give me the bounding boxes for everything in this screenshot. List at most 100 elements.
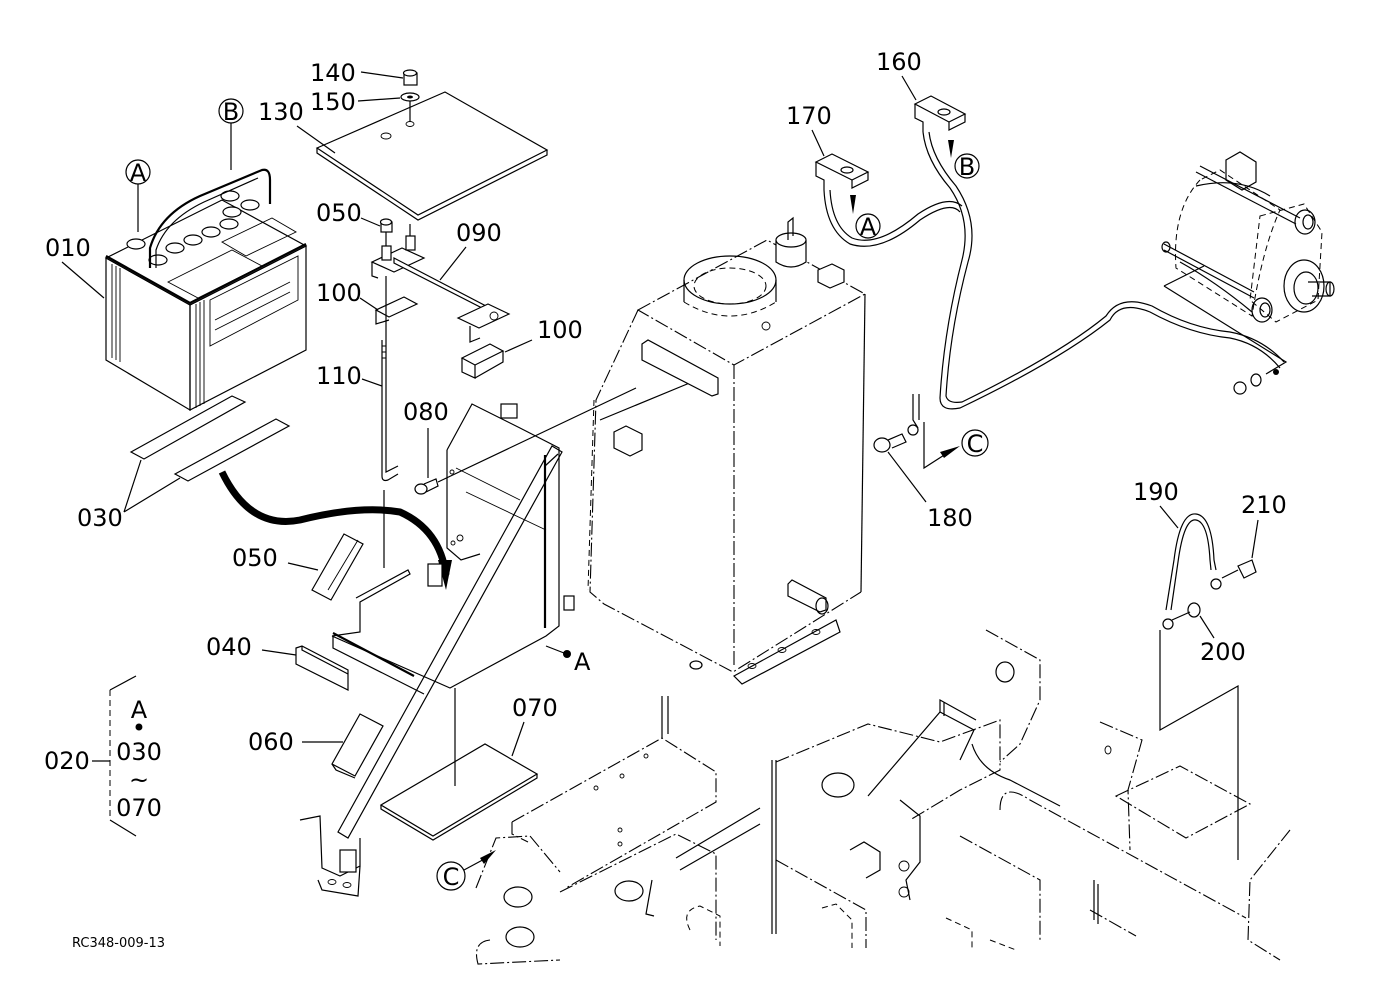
label-080[interactable]: 080 [403,398,449,426]
arrow-c [940,446,960,458]
label-180[interactable]: 180 [927,504,973,532]
group-bullet: • [132,714,146,742]
leader-140 [360,71,404,79]
leader-ref-point-a [545,645,565,654]
hook-rod-110[interactable] [381,340,399,482]
leader-120 [360,217,381,227]
label-020[interactable]: 020 [44,747,90,775]
label-010[interactable]: 010 [45,234,91,262]
nut-140[interactable] [402,69,418,86]
leader-050 [287,562,319,571]
label-100-right[interactable]: 100 [537,316,583,344]
leader-130 [296,125,336,154]
ref-mark-c-lower: C [443,863,460,891]
cable-b-end [912,394,920,429]
pads-030[interactable] [129,395,291,482]
cable-lug [907,424,919,436]
leader-160 [901,75,917,101]
pad-070[interactable] [379,743,539,841]
label-060[interactable]: 060 [248,728,294,756]
ref-mark-b: B [223,98,239,126]
ref-mark-c: C [967,430,984,458]
leader-030 [123,459,181,513]
group-range-sep: ~ [129,766,149,794]
label-040[interactable]: 040 [206,633,252,661]
ref-circle-c-lower [436,861,466,891]
pad-060[interactable] [331,713,384,779]
pad-040[interactable] [295,645,349,691]
label-090[interactable]: 090 [456,219,502,247]
clamp-bar-090[interactable] [370,235,511,343]
group-range-start: 030 [116,738,162,766]
bracket-100-left[interactable] [374,296,419,325]
leader-070 [511,721,525,757]
washer-150[interactable] [400,92,420,102]
ref-leader-200 [1159,630,1239,860]
label-130[interactable]: 130 [258,98,304,126]
label-150[interactable]: 150 [310,88,356,116]
bolt-210[interactable] [1221,559,1257,579]
cable-b [922,131,1281,410]
drawing-number: RC348-009-13 [72,936,165,951]
ref-circle-c-upper [961,429,989,457]
ref-point-a-label: A [574,648,591,676]
label-200[interactable]: 200 [1200,638,1246,666]
label-070[interactable]: 070 [512,694,558,722]
bracket-100-right[interactable] [460,343,505,379]
label-140[interactable]: 140 [310,59,356,87]
rod-axis [383,276,387,568]
battery-stay[interactable] [299,445,563,897]
arrow-a [850,195,856,214]
bolt-axes-080 [437,381,693,483]
battery-010[interactable] [104,168,308,412]
bolt-180[interactable] [873,433,907,453]
label-030[interactable]: 030 [77,504,123,532]
ref-c-bracket [923,422,953,470]
battery-tray[interactable] [331,403,575,695]
group-callout-020[interactable] [92,675,137,837]
leader-190 [1159,505,1179,529]
label-210[interactable]: 210 [1241,491,1287,519]
leader-010 [61,261,105,299]
label-190[interactable]: 190 [1133,478,1179,506]
ref-circle-b-cable [954,153,980,179]
ref-mark-a: A [130,159,147,187]
leader-150 [357,97,401,102]
terminal-170[interactable] [814,153,870,190]
battery-caps [126,190,260,266]
label-110[interactable]: 110 [316,362,362,390]
arrow-b [948,140,954,158]
bolt-080[interactable] [414,478,439,495]
ref-point-a [563,650,571,658]
group-range-end: 070 [116,794,162,822]
bolt-200[interactable] [1171,602,1201,621]
leader-100-left [359,297,379,311]
leader-180 [887,451,927,503]
label-160[interactable]: 160 [876,48,922,76]
tank [587,216,867,685]
label-050[interactable]: 050 [232,544,278,572]
label-170[interactable]: 170 [786,102,832,130]
ground-cable-190[interactable] [1162,513,1222,630]
leader-170 [811,129,825,157]
nut-120[interactable] [379,218,393,233]
machine-frame [475,629,1291,965]
ref-mark-b-cable: B [959,153,975,181]
ref-circle-a-cable [855,213,881,239]
bolt-axes [385,224,411,246]
starter-motor[interactable] [1161,151,1335,395]
leader-090 [439,246,467,281]
leader-210 [1251,519,1259,559]
label-100-left[interactable]: 100 [316,279,362,307]
ref-mark-a-cable: A [860,213,877,241]
installation-arrow [218,470,450,576]
arrow-c-lower [480,850,496,864]
leader-040 [261,649,297,656]
terminal-160[interactable] [913,95,967,132]
cable-a-inner [829,189,963,241]
leader-100-right [504,339,533,353]
pad-050[interactable] [311,533,364,601]
leader-110 [361,378,383,387]
label-120[interactable]: 050 [316,199,362,227]
